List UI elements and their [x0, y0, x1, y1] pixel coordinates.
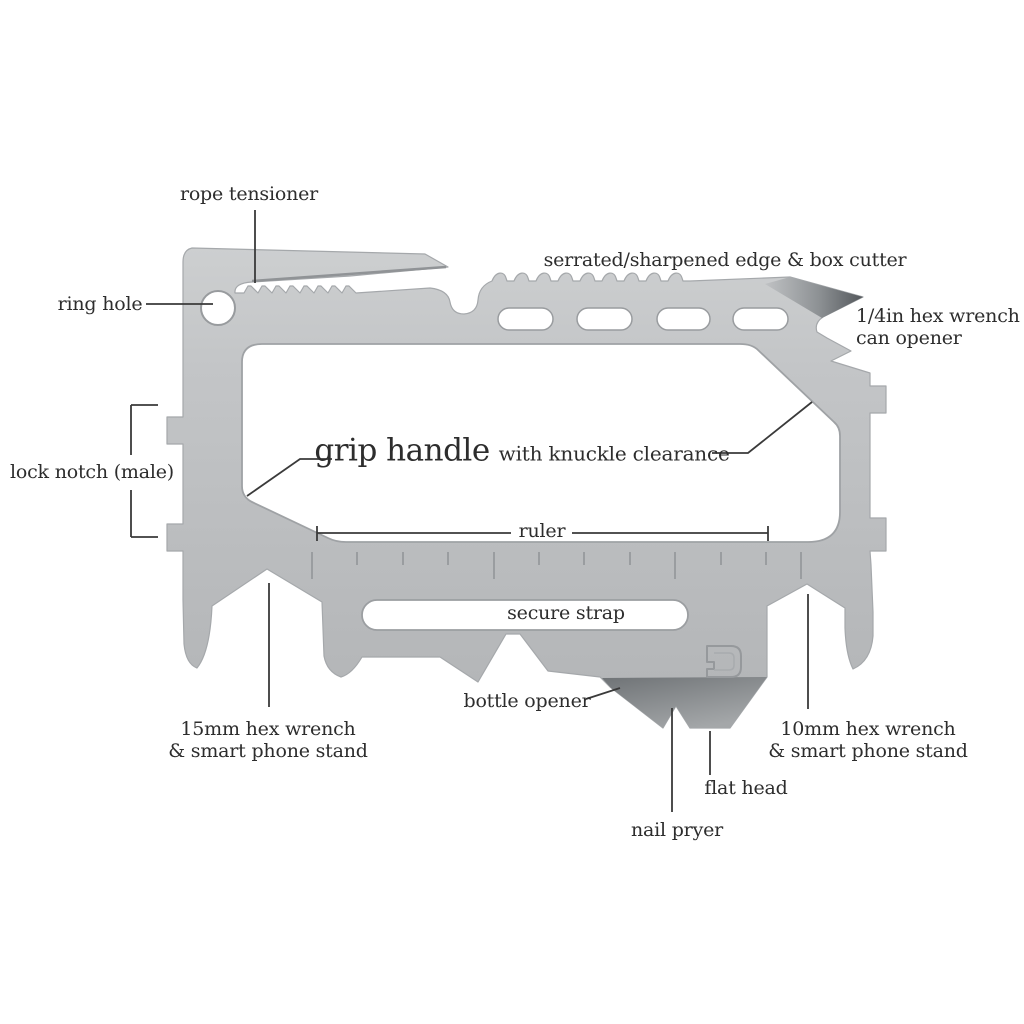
bracket-lock-notch: [130, 404, 158, 538]
grip-handle-cutout: [241, 343, 841, 543]
label-15mm-hex: 15mm hex wrench & smart phone stand: [168, 718, 368, 762]
oval-slot: [656, 307, 711, 331]
label-ruler: ruler: [518, 520, 566, 542]
label-lock-notch: lock notch (male): [9, 461, 175, 483]
label-grip-handle-suffix: with knuckle clearance: [498, 441, 730, 466]
label-grip-handle: grip handle with knuckle clearance: [314, 432, 730, 469]
label-bottle-opener: bottle opener: [463, 690, 591, 712]
flap-underside-shadow: [251, 265, 447, 283]
label-quarter-hex: 1/4in hex wrench can opener: [856, 305, 1020, 349]
label-ring-hole: ring hole: [57, 293, 143, 315]
ruler-ticks: [311, 552, 802, 579]
label-quarter-hex-line1: 1/4in hex wrench: [856, 305, 1020, 327]
label-grip-handle-main: grip handle: [314, 432, 490, 469]
ruler-dimension-line: [316, 526, 769, 541]
label-10mm-hex: 10mm hex wrench & smart phone stand: [768, 718, 968, 762]
oval-slot: [497, 307, 554, 331]
oval-slot: [732, 307, 789, 331]
leader-bottle-opener: [585, 687, 621, 700]
label-nail-pryer: nail pryer: [630, 819, 724, 841]
box-cutter-facet: [765, 277, 863, 318]
label-15mm-hex-line2: & smart phone stand: [168, 740, 368, 762]
dango-logo-icon: [706, 645, 742, 678]
leader-grip-right: [712, 401, 813, 454]
label-secure-strap: secure strap: [507, 602, 625, 624]
bottom-bevel-facet: [602, 677, 767, 728]
oval-slot: [576, 307, 633, 331]
leader-grip-left: [246, 458, 332, 497]
label-10mm-hex-line2: & smart phone stand: [768, 740, 968, 762]
label-rope-tensioner: rope tensioner: [179, 183, 319, 205]
label-quarter-hex-line2: can opener: [856, 327, 962, 349]
label-15mm-hex-line1: 15mm hex wrench: [180, 718, 356, 740]
secure-strap-slot: [361, 599, 689, 631]
label-10mm-hex-line1: 10mm hex wrench: [780, 718, 956, 740]
label-flat-head: flat head: [704, 777, 788, 799]
ring-hole-cutout: [200, 290, 236, 326]
label-serrated-edge: serrated/sharpened edge & box cutter: [543, 249, 907, 271]
